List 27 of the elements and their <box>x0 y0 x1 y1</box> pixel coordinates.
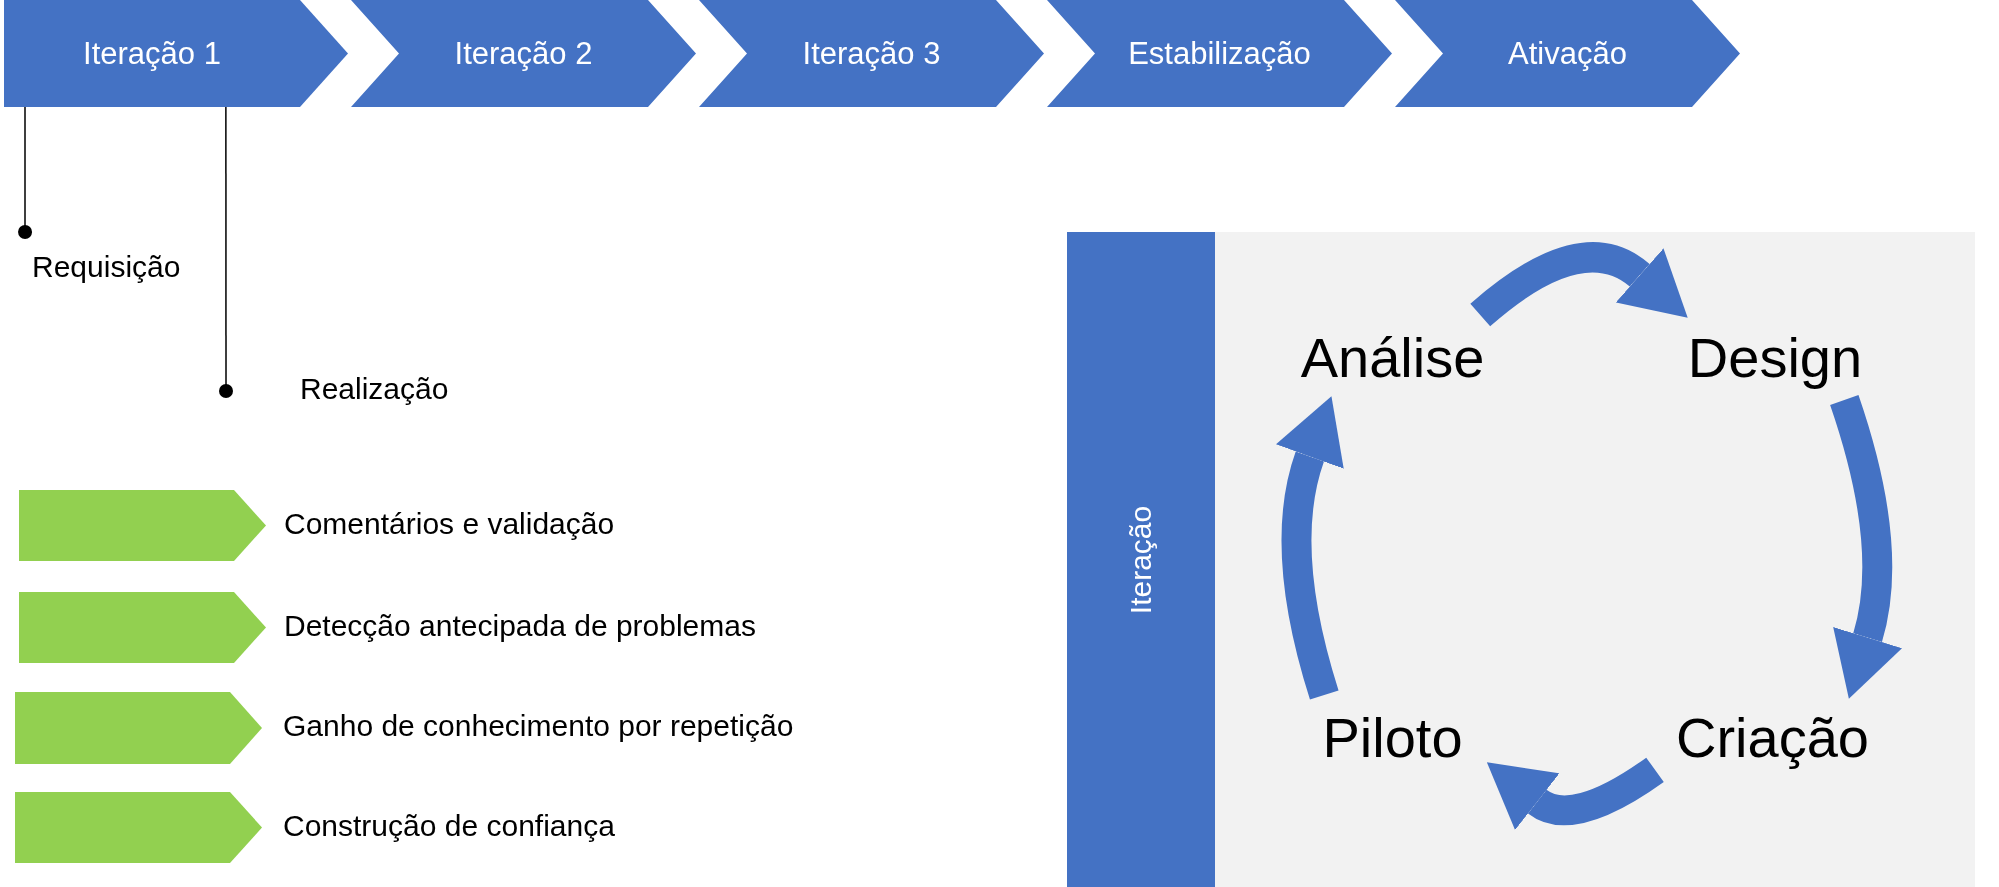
phase-label: Estabilização <box>1127 34 1312 73</box>
benefit-label: Ganho de conhecimento por repetição <box>283 709 794 743</box>
milestone-label: Requisição <box>32 250 181 284</box>
chevron-shape <box>4 0 348 107</box>
benefit-label: Construção de confiança <box>283 809 615 843</box>
cycle-stage-label: Design <box>1686 325 1864 391</box>
cycle-stage-label: Criação <box>1675 705 1870 771</box>
chevron-shape <box>1395 0 1740 107</box>
leader-line <box>18 106 33 239</box>
milestone-label: Realização <box>300 372 449 406</box>
chevron-shape <box>351 0 696 107</box>
curved-block-arrow <box>1830 395 1903 700</box>
leader-line <box>219 106 233 398</box>
curved-block-arrow <box>1470 242 1691 327</box>
cycle-stage-label: Piloto <box>1321 705 1464 771</box>
cycle-stage-label: Análise <box>1299 325 1486 391</box>
benefit-label: Comentários e validação <box>284 507 615 541</box>
phase-label: Ativação <box>1507 34 1628 73</box>
chevron-shape <box>1047 0 1392 107</box>
band-label: Iteração <box>1124 505 1158 614</box>
curved-block-arrow <box>1275 395 1345 700</box>
chevron-shape <box>699 0 1044 107</box>
phase-label: Iteração 1 <box>82 34 222 73</box>
benefit-label: Detecção antecipada de problemas <box>284 609 756 643</box>
phase-label: Iteração 3 <box>801 34 942 73</box>
sidebar-band <box>1067 232 1215 887</box>
phase-label: Iteração 2 <box>453 34 594 73</box>
